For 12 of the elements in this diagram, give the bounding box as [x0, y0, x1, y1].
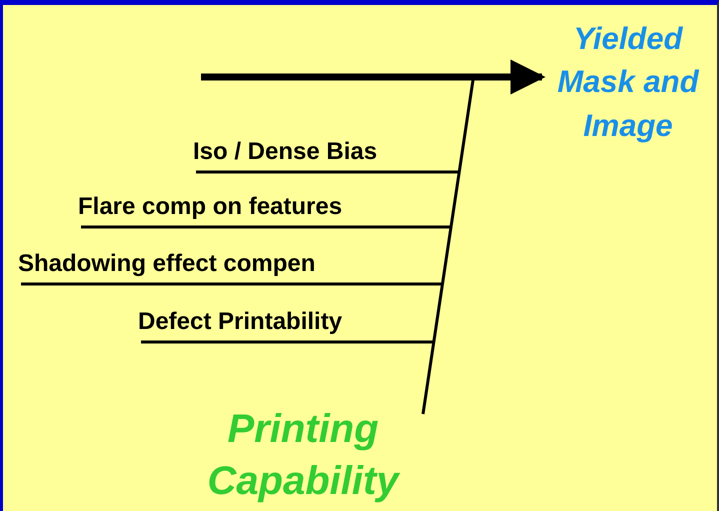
fishbone-line	[422, 80, 474, 414]
arrow	[201, 60, 546, 94]
cause-label: Iso / Dense Bias	[193, 138, 378, 166]
connector-line	[81, 226, 452, 228]
connector-line	[141, 340, 434, 344]
cause-label: Flare comp on features	[78, 193, 342, 221]
category-label: Printing Capability	[173, 403, 433, 507]
cause-label: Defect Printability	[138, 308, 342, 336]
effect-label: Yielded Mask and Image	[543, 17, 713, 148]
connector-line	[21, 282, 443, 286]
cause-label: Shadowing effect compen	[18, 250, 316, 278]
connector-line	[196, 170, 460, 174]
